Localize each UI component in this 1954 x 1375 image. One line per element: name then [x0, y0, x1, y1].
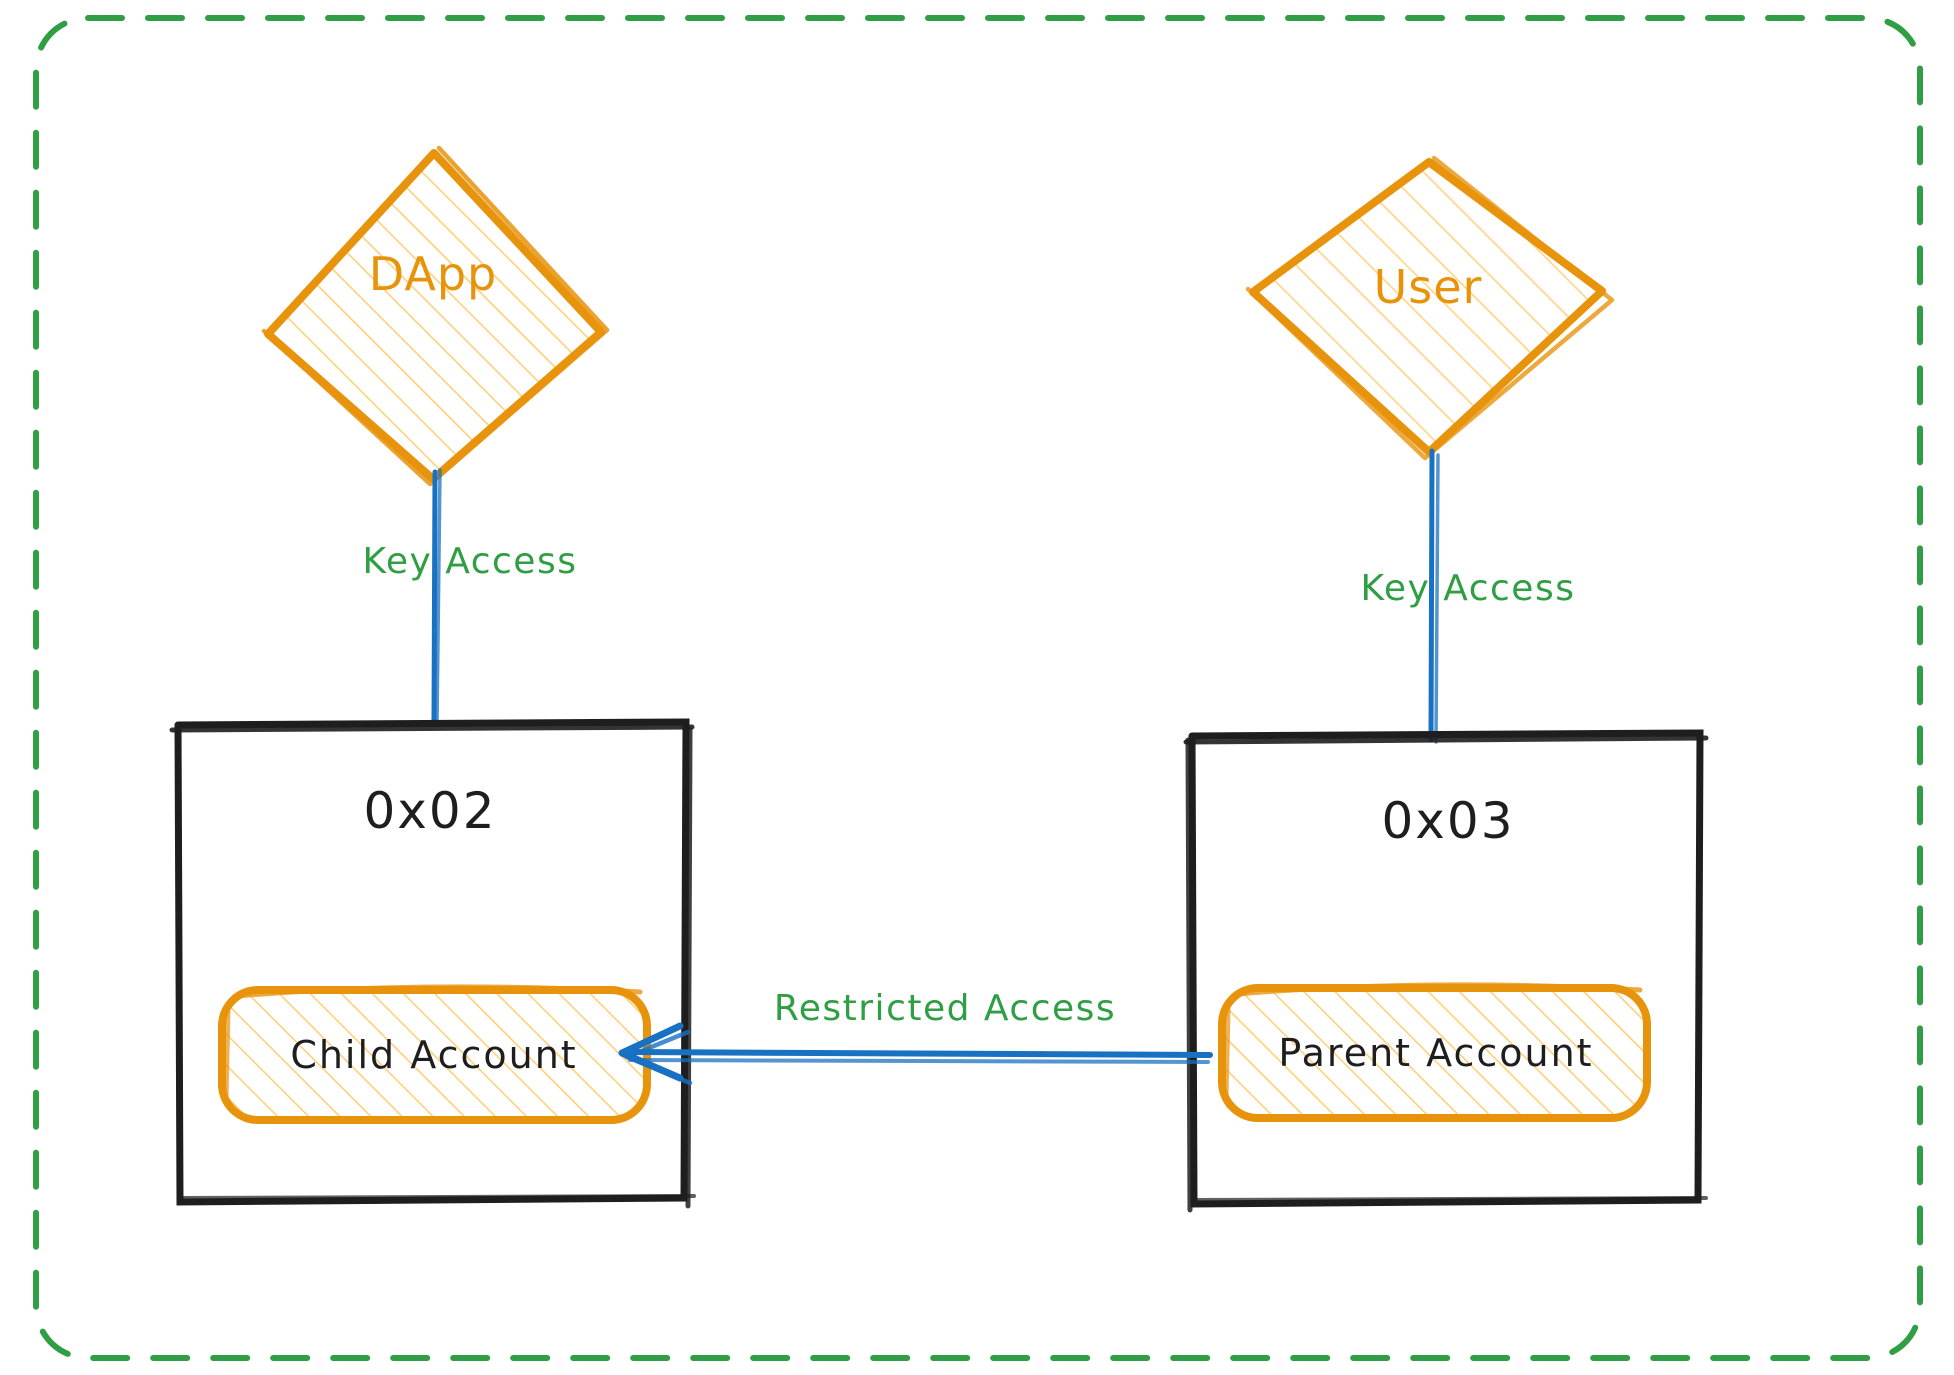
parent-account-hatch-fill: [1222, 988, 1647, 1118]
node-user[interactable]: User: [1240, 150, 1620, 470]
child-account-hatch-fill: [222, 990, 647, 1120]
parent-account-label: Parent Account: [1278, 1031, 1593, 1075]
dashed-frame: [33, 15, 1923, 1361]
edge-user-to-parent[interactable]: [1428, 448, 1440, 744]
edge-dapp-to-child[interactable]: [431, 468, 442, 726]
edge-parent-to-child[interactable]: [618, 1022, 1213, 1086]
child-account-label: Child Account: [290, 1033, 577, 1077]
arrowhead-left-icon: [618, 1022, 693, 1086]
edge-label-key-access-dapp: Key Access: [363, 541, 578, 582]
dapp-label: DApp: [369, 247, 497, 301]
node-dapp[interactable]: DApp: [250, 140, 630, 500]
edge-label-restricted-access: Restricted Access: [774, 988, 1116, 1029]
node-parent-account[interactable]: Parent Account: [1215, 980, 1660, 1128]
edge-label-key-access-user: Key Access: [1361, 568, 1576, 609]
user-label: User: [1374, 260, 1483, 314]
node-child-account[interactable]: Child Account: [215, 982, 660, 1130]
node-parent-box[interactable]: 0x03: [1183, 729, 1709, 1213]
dapp-hatch-fill: [268, 155, 600, 478]
parent-box-label: 0x03: [1381, 792, 1514, 850]
child-box-label: 0x02: [363, 782, 496, 840]
node-child-box[interactable]: 0x02: [169, 718, 696, 1209]
